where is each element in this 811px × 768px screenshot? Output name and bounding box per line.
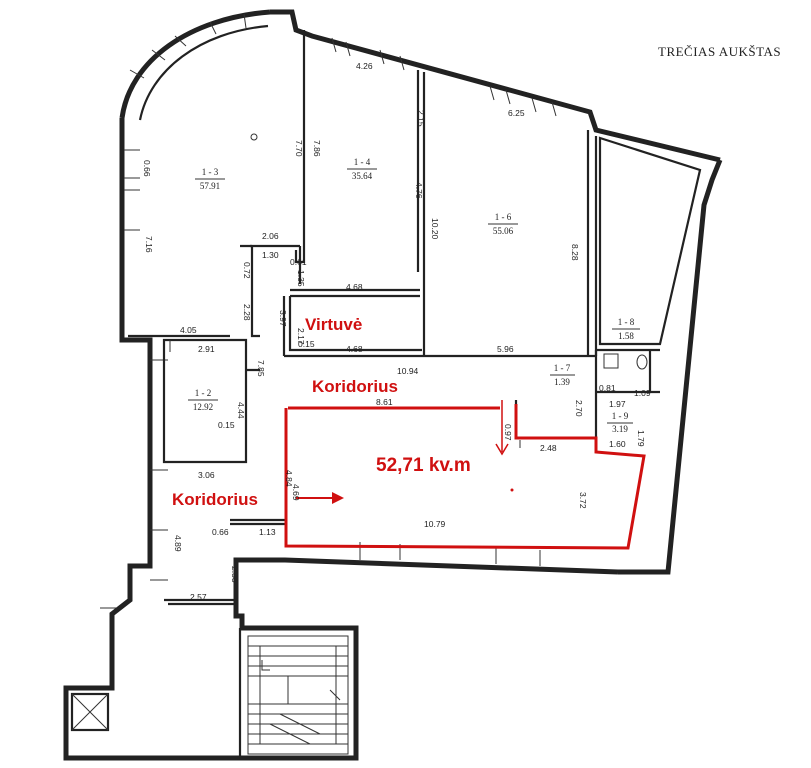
dimension-label: 3.06 [198,470,215,480]
dimension-label: 0.66 [212,527,229,537]
dimension-label: 2.17 [296,328,306,345]
dimension-label: 2.15 [416,110,426,127]
room-1-7-id: 1 - 7 [554,363,571,373]
dimension-label: 0.15 [218,420,235,430]
room-1-9-area: 3.19 [612,424,628,434]
dimension-label: 7.16 [144,236,154,253]
dimension-label: 0.72 [242,262,252,279]
dimension-label: 6.25 [508,108,525,118]
interior-walls [128,30,702,758]
dimension-label: 2.28 [242,304,252,321]
dimension-label: 8.61 [376,397,393,407]
dimension-label: 1.60 [609,439,626,449]
dimension-label: 2.53 [230,566,240,583]
dimension-label: 0.97 [503,424,513,441]
dimension-label: 10.79 [424,519,446,529]
dimension-label: 4.05 [180,325,197,335]
dimension-label: 1.09 [634,388,651,398]
dimension-label: 1.97 [609,399,626,409]
room-1-8-area: 1.58 [618,331,634,341]
dimension-label: 10.20 [430,218,440,240]
dimension-label: 1.79 [636,430,646,447]
room-labels: 1 - 3 57.91 1 - 4 35.64 1 - 6 55.06 1 - … [188,157,640,434]
dimension-label: 4.68 [346,344,363,354]
dimension-labels: 4.26 2.15 6.25 0.66 7.70 7.86 4.76 10.20 8.28 7.1… [142,61,651,602]
dimension-label: 2.06 [262,231,279,241]
kitchen-label: Virtuvė [305,315,362,334]
dimension-label: 4.69 [291,484,301,501]
room-1-7-area: 1.39 [554,377,570,387]
dimension-label: 3.72 [578,492,588,509]
dimension-label: 2.48 [540,443,557,453]
dimension-label: 8.28 [570,244,580,261]
room-1-4-id: 1 - 4 [354,157,371,167]
staircase [247,635,349,755]
dimension-label: 2.91 [198,344,215,354]
dimension-label: 10.94 [397,366,419,376]
dimension-label: 2.70 [574,400,584,417]
dimension-label: 0.66 [142,160,152,177]
outer-walls [63,9,723,761]
room-1-8-id: 1 - 8 [618,317,635,327]
dimension-label: 0.81 [599,383,616,393]
dimension-label: 4.44 [236,402,246,419]
dimension-label: 7.70 [294,140,304,157]
dimension-label: 2.57 [190,592,207,602]
corridor-label-left: Koridorius [172,490,258,509]
room-1-3-area: 57.91 [200,181,220,191]
corridor-label-top: Koridorius [312,377,398,396]
dimension-label: 1.13 [259,527,276,537]
dimension-label: 4.84 [284,470,294,487]
dimension-label: 4.68 [346,282,363,292]
room-1-4-area: 35.64 [352,171,373,181]
dimension-label: 0.15 [298,339,315,349]
column-marker [250,133,258,141]
dimension-label: 5.96 [497,344,514,354]
dimension-label: 4.76 [414,182,424,199]
lift-shaft [70,692,110,732]
dimension-label: 7.86 [312,140,322,157]
room-1-6-area: 55.06 [493,226,514,236]
plan-title: TREČIAS AUKŠTAS [658,44,781,59]
dimension-label: 1.35 [296,270,306,287]
dimension-label: 3.97 [278,310,288,327]
room-1-3-id: 1 - 3 [202,167,219,177]
dimension-label: 1.30 [262,250,279,260]
room-1-6-id: 1 - 6 [495,212,512,222]
room-1-9-id: 1 - 9 [612,411,629,421]
highlighted-area [284,400,646,550]
dimension-label: 0.61 [290,257,307,267]
area-label: 52,71 kv.m [376,455,471,476]
windows [100,13,557,609]
dimension-label: 4.89 [173,535,183,552]
room-1-2-area: 12.92 [193,402,213,412]
room-1-2-id: 1 - 2 [195,388,212,398]
dimension-label: 7.85 [256,360,266,377]
dimension-label: 4.26 [356,61,373,71]
